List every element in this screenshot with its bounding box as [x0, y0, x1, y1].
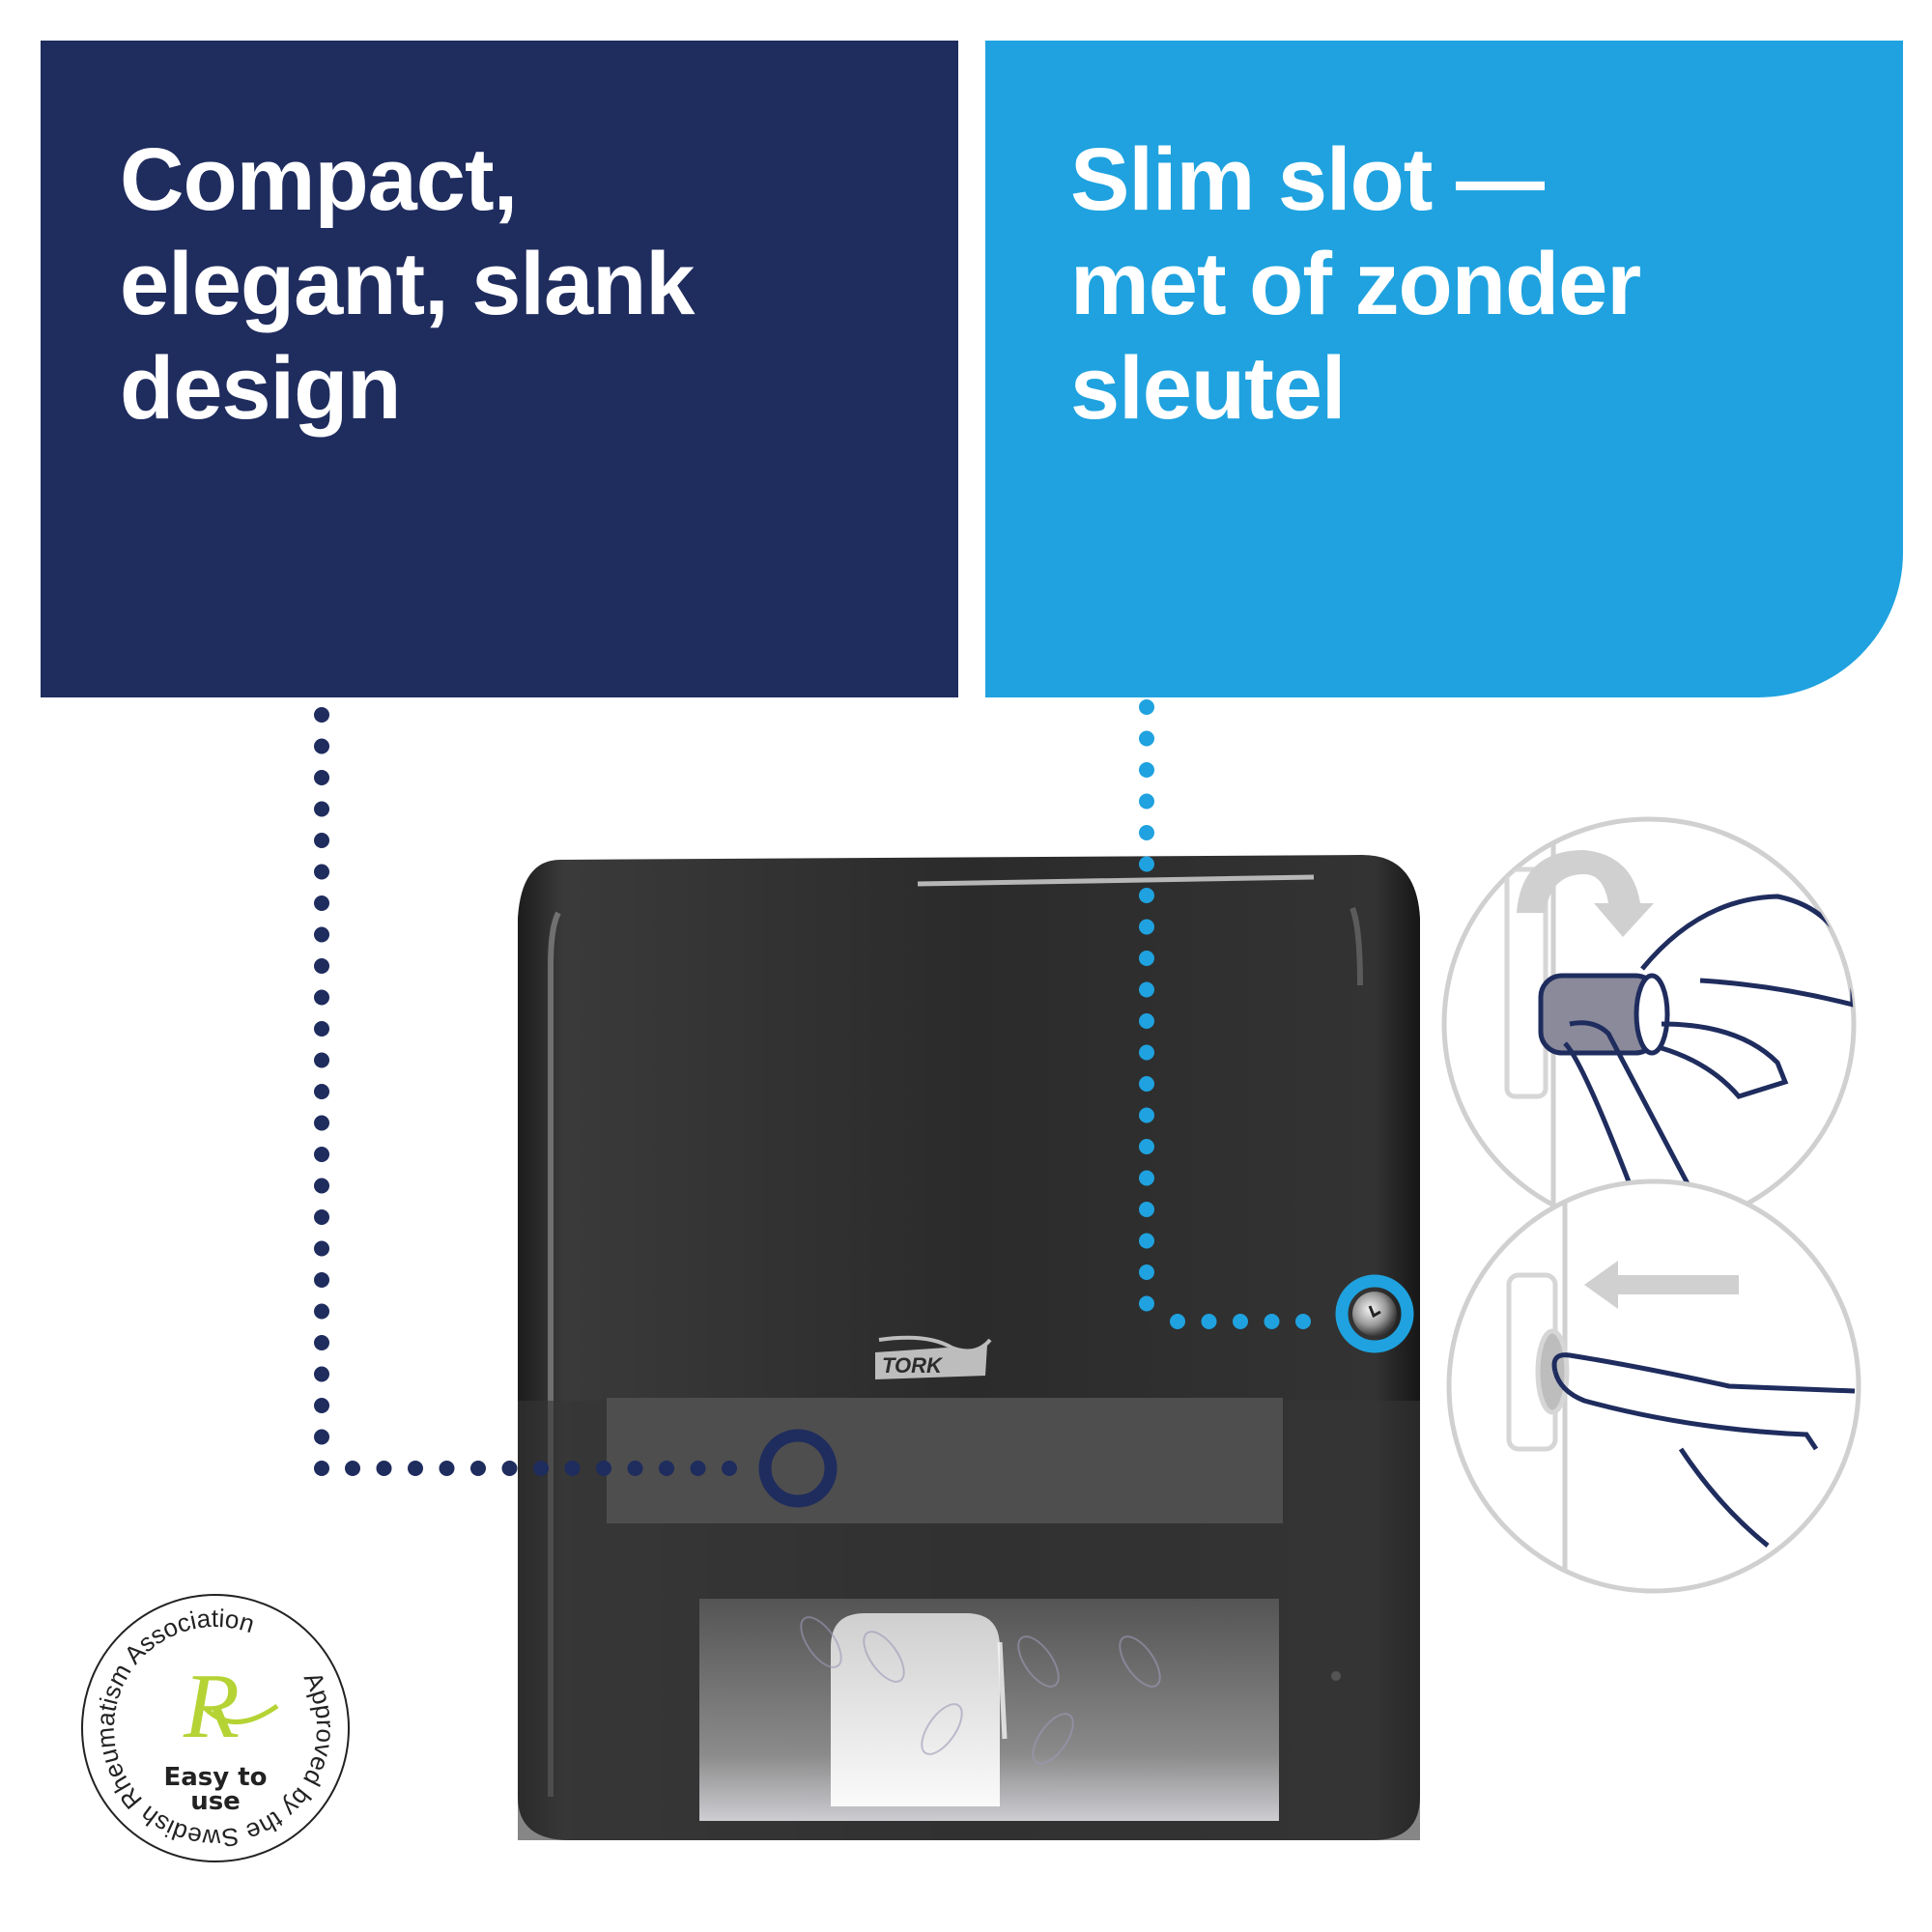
headline-line: sleutel	[1070, 339, 1346, 438]
instruction-push-button	[1446, 1179, 1861, 1594]
headline-line: Compact,	[120, 130, 518, 229]
headline-line: Slim slot —	[1070, 130, 1545, 229]
callout-design-marker	[758, 1429, 838, 1508]
rotate-arrow-icon	[1517, 850, 1654, 937]
callout-lock-dots	[1139, 699, 1311, 1329]
lock-screw-icon	[1335, 1274, 1414, 1353]
svg-text:R: R	[183, 1655, 240, 1757]
svg-text:Easy to: Easy to	[163, 1763, 267, 1792]
dispenser	[518, 855, 1420, 1840]
callout-design-dots	[314, 707, 737, 1476]
tork-logo: TORK	[875, 1335, 992, 1379]
push-arrow-icon	[1584, 1261, 1739, 1309]
feature-panel-design: Compact, elegant, slank design	[41, 41, 958, 697]
headline-line: elegant, slank	[120, 235, 695, 333]
feature-panel-lock: Slim slot — met of zonder sleutel	[985, 41, 1903, 697]
instruction-key-turn	[1441, 816, 1857, 1232]
svg-text:TORK: TORK	[882, 1353, 944, 1378]
headline-line: design	[120, 339, 401, 438]
headline-line: met of zonder	[1070, 235, 1641, 333]
rheumatism-logo-icon: R	[183, 1655, 279, 1757]
headline-design: Compact, elegant, slank design	[120, 128, 893, 440]
svg-text:use: use	[190, 1787, 241, 1816]
headline-lock: Slim slot — met of zonder sleutel	[1070, 128, 1843, 440]
easy-to-use-badge: Approved by the Swedish Rheumatism Assoc…	[45, 1558, 386, 1899]
